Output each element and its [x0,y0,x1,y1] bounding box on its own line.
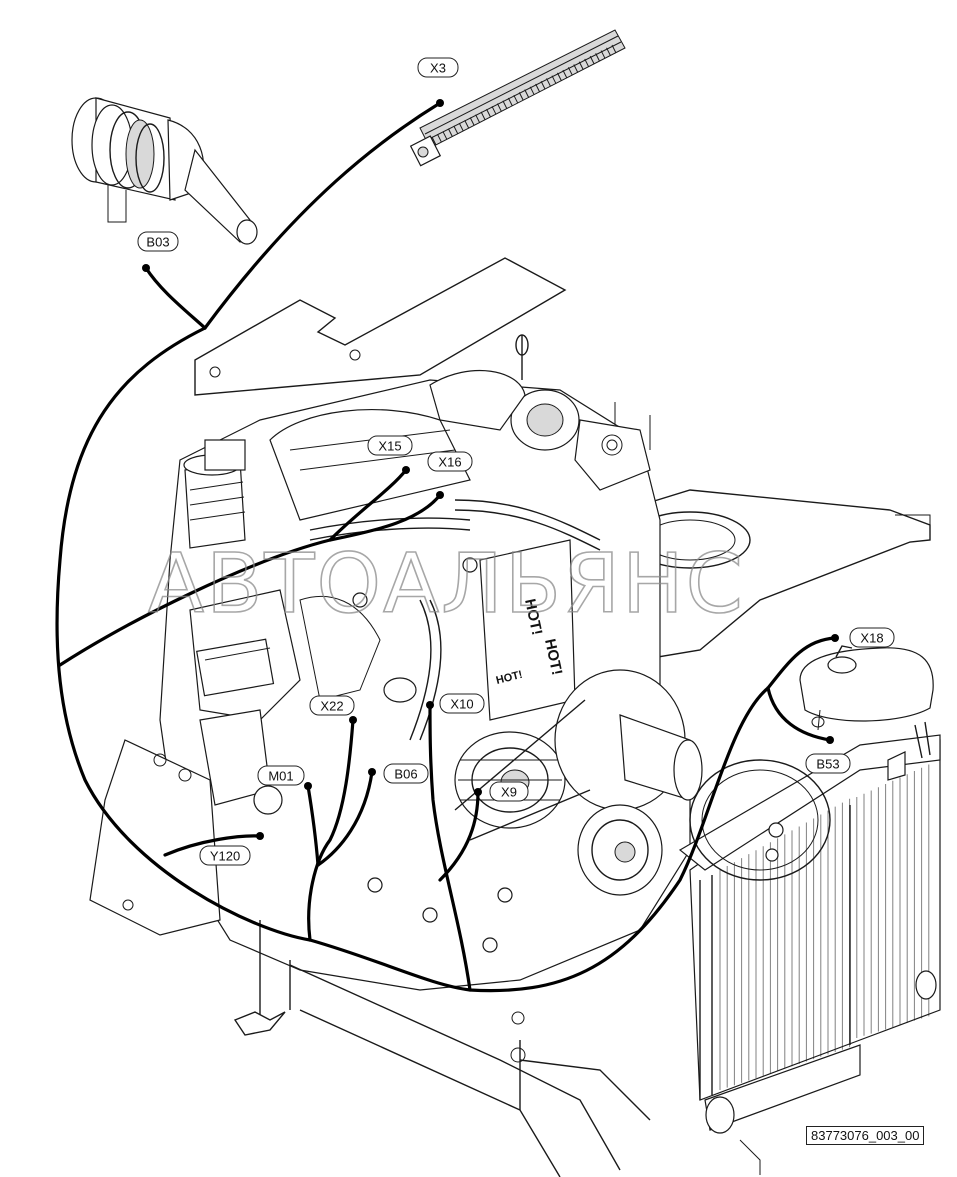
callout-x22-label: X22 [320,699,343,714]
callout-m01-label: M01 [268,769,293,784]
callout-x16-label: X16 [438,455,461,470]
callout-x10-label: X10 [450,697,473,712]
frame-rail [233,920,651,1177]
callout-b06: B06 [383,763,429,784]
connector-rail [409,29,626,167]
callout-x3-label: X3 [430,61,446,76]
callout-y120-label: Y120 [210,849,240,864]
callout-b03-label: B03 [146,235,169,250]
callout-b53-label: B53 [816,757,839,772]
callout-b53: B53 [805,753,851,774]
wiring-harness [55,99,839,993]
radiator [678,721,941,1175]
expansion-tank [799,645,934,731]
callout-m01: M01 [257,765,305,786]
callout-x9-label: X9 [501,785,517,800]
callout-b03: B03 [137,231,179,252]
callout-x18-label: X18 [860,631,883,646]
engine-mounting-plate [194,257,567,396]
drawing-id-label: 83773076_003_00 [806,1126,925,1145]
callout-x9: X9 [489,781,529,802]
callout-x10: X10 [439,693,485,714]
callout-x16: X16 [427,451,473,472]
engine-block: HOT! HOT! HOT! [159,334,703,991]
air-filter [71,97,258,245]
callout-x15-label: X15 [378,439,401,454]
callout-x15: X15 [367,435,413,456]
watermark: АВТОАЛЬЯНС [148,537,745,632]
callout-x22: X22 [309,695,355,716]
callout-b06-label: B06 [394,767,417,782]
callout-y120: Y120 [199,845,251,866]
callout-x18: X18 [849,627,895,648]
callout-x3: X3 [417,57,459,78]
